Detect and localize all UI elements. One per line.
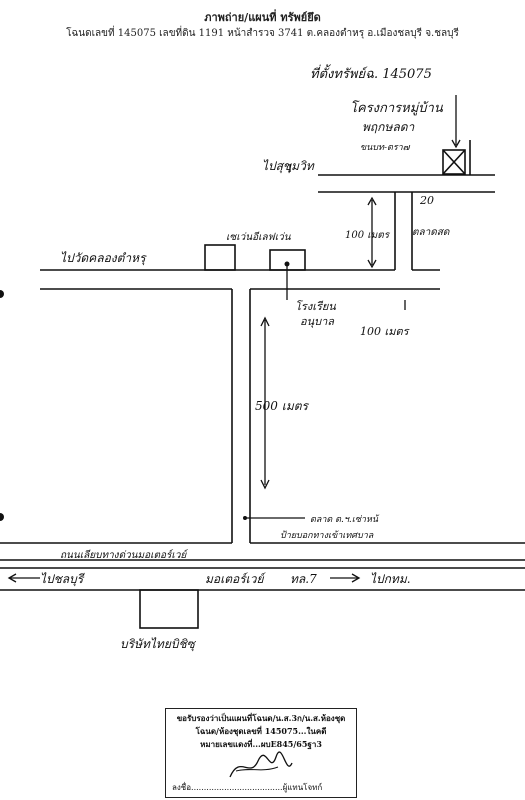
to-bangkok-label: ไปกทม. [370, 572, 411, 586]
distance-500-label: 500 เมตร [255, 399, 310, 413]
property-location-label: ที่ตั้งทรัพย์ฉ. 145075 [310, 64, 432, 82]
to-sukhumvit-label: ไปสุขุมวิท [262, 159, 315, 174]
company-building [139, 589, 199, 629]
frontage-road-label: ถนนเลียบทางด่วนมอเตอร์เวย์ [60, 549, 188, 561]
route-number-label: ทล.7 [290, 572, 317, 586]
property-marker-box [442, 149, 466, 175]
route-note-label: ขนบท-ตรา๗ [360, 143, 411, 153]
to-temple-label: ไปวัดคลองตำหรุ [60, 251, 147, 266]
map-title: ภาพถ่าย/แผนที่ ทรัพย์ยึด [204, 11, 321, 24]
motorway-label: มอเตอร์เวย์ [205, 572, 267, 586]
village-project-label: โครงการหมู่บ้าน [350, 100, 444, 116]
certification-box: ขอรับรองว่าเป็นแผนที่โฉนด/น.ส.3ก/น.ส.ห้อ… [165, 708, 357, 798]
school-name-label: อนุบาล [300, 315, 335, 328]
cert-signature-line: ลงชื่อ..................................… [172, 783, 323, 792]
market-sign-label: ตลาด ต.ฯ.เซ่าหน้ [310, 514, 380, 525]
cert-line-2: โฉนด/ห้องชุดเลขที่ 145075...ในคดี [195, 726, 327, 736]
map-subtitle: โฉนดเลขที่ 145075 เลขที่ดิน 1191 หน้าสำร… [66, 28, 459, 39]
distance-20-label: 20 [419, 194, 434, 207]
village-name-label: พฤกษลดา [362, 120, 415, 134]
cert-line-3: หมายเลขแดงที่...ผบE845/65ฐา3 [200, 739, 322, 749]
shop-label: เซเว่นอีเลฟเว่น [226, 231, 292, 243]
signature-image [229, 751, 293, 778]
company-label: บริษัทไทยบิชิซุ [120, 637, 197, 652]
cert-line-1: ขอรับรองว่าเป็นแผนที่โฉนด/น.ส.3ก/น.ส.ห้อ… [176, 713, 346, 723]
binder-hole [0, 513, 4, 521]
to-chonburi-label: ไปชลบุรี [40, 572, 85, 587]
binder-hole [0, 290, 4, 298]
school-label: โรงเรียน [295, 300, 336, 313]
distance-100-mid-label: 100 เมตร [360, 325, 411, 338]
distance-100-top-label: 100 เมตร [345, 230, 391, 241]
landmark-road-label: ป้ายบอกทางเข้าเทศบาล [280, 530, 374, 541]
market-label: ตลาดสด [412, 227, 450, 238]
market-building [204, 244, 236, 271]
